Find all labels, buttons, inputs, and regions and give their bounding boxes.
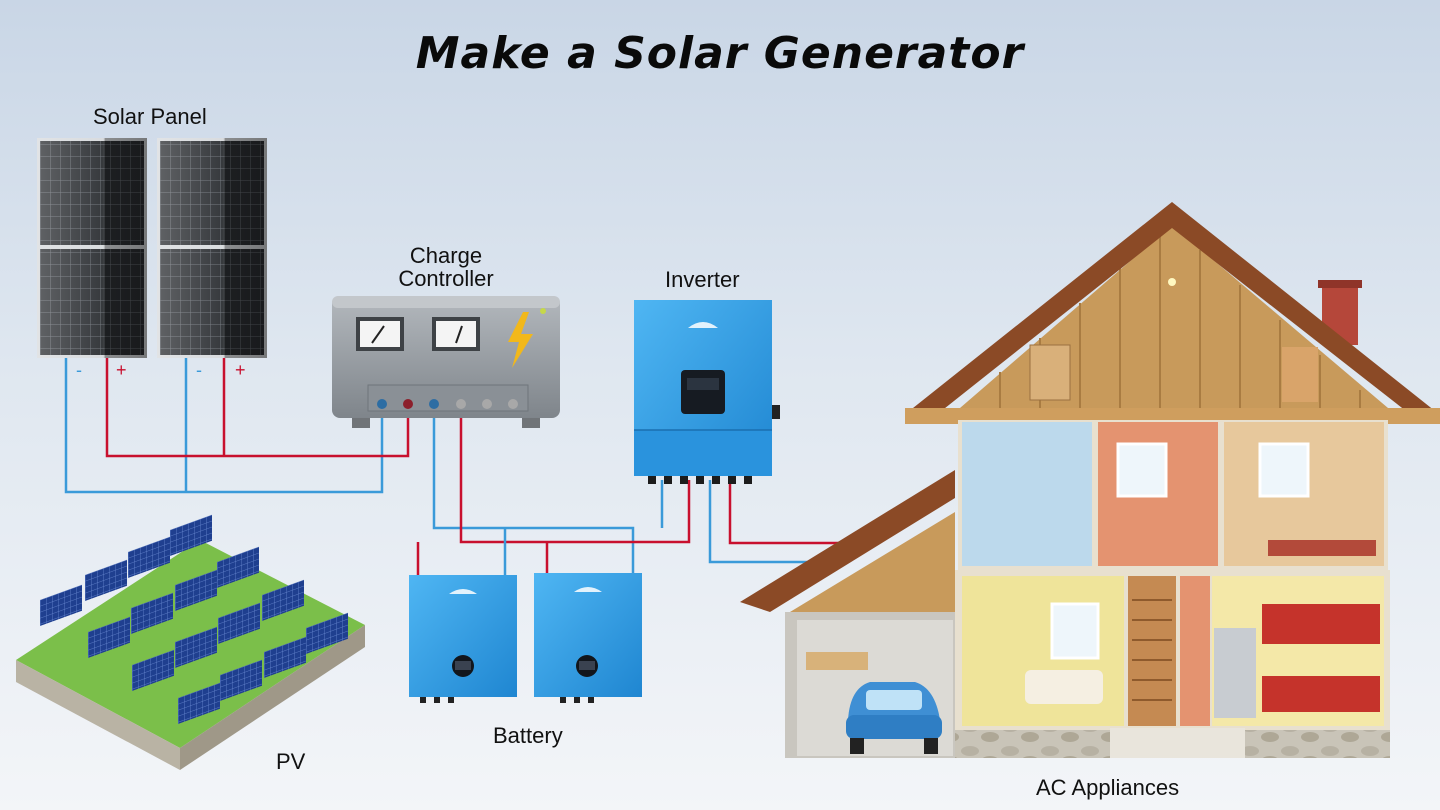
pv-arrays	[40, 514, 348, 724]
controller-meter-2	[432, 317, 480, 351]
house	[740, 202, 1440, 758]
panel1-positive-sign: +	[116, 360, 127, 380]
controller-terminals	[377, 399, 518, 409]
lightning-bolt-icon	[508, 312, 533, 368]
pv-field	[16, 514, 365, 770]
inverter-label: Inverter	[665, 267, 740, 292]
wire-inverter-house-negative	[708, 480, 840, 564]
wire-controller-battery-negative	[432, 404, 635, 575]
solar-panel: - + - +	[37, 138, 267, 380]
wiring	[64, 358, 845, 575]
solar-panel-label: Solar Panel	[93, 104, 207, 129]
controller-meter-1	[356, 317, 404, 351]
wire-inverter-house-positive	[728, 480, 845, 545]
diagram-title: Make a Solar Generator	[415, 28, 1025, 79]
battery-2	[534, 573, 642, 703]
wire-controller-battery-positive	[459, 404, 691, 544]
wire-panel-negative	[64, 358, 384, 494]
panel2-positive-sign: +	[235, 360, 246, 380]
charge-controller-label: Charge Controller	[398, 243, 494, 291]
wire-panel-positive	[105, 358, 410, 458]
panel2-negative-sign: -	[196, 360, 202, 380]
pv-label: PV	[276, 749, 306, 774]
charge-controller	[332, 296, 560, 428]
car	[846, 682, 942, 754]
solar-panel-module-1	[37, 138, 147, 358]
panel1-negative-sign: -	[76, 360, 82, 380]
battery-1	[409, 575, 517, 703]
solar-panel-module-2	[157, 138, 267, 358]
battery-label: Battery	[493, 723, 563, 748]
ac-appliances-label: AC Appliances	[1036, 775, 1180, 800]
inverter	[634, 300, 780, 484]
